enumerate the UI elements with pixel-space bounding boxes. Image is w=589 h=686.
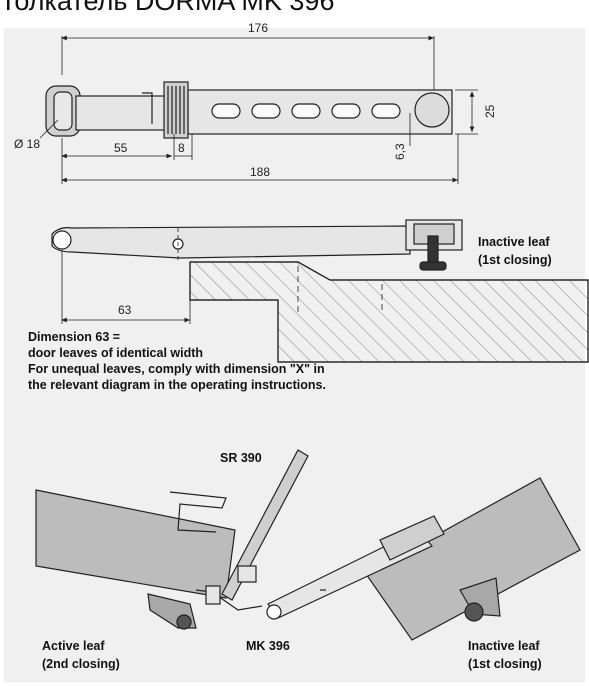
note-line-4: the relevant diagram in the operating in…	[28, 378, 326, 392]
dim-188: 188	[250, 165, 270, 179]
note-line-2: door leaves of identical width	[28, 346, 204, 360]
dim-6-3: 6,3	[393, 143, 407, 160]
installation-view	[35, 449, 581, 641]
note-line-3: For unequal leaves, comply with dimensio…	[28, 362, 325, 376]
label-inactive-leaf-bottom-sub: (1st closing)	[468, 657, 542, 671]
dim-176: 176	[248, 21, 268, 35]
dim-55: 55	[114, 141, 128, 155]
page-title: Толкатель DORMA MK 396	[0, 0, 335, 16]
label-sr390: SR 390	[220, 451, 262, 465]
note-line-1: Dimension 63 =	[28, 330, 121, 344]
dim-8: 8	[178, 141, 185, 155]
label-inactive-leaf-bottom: Inactive leaf	[468, 639, 540, 653]
dim-25: 25	[483, 104, 497, 118]
side-view-frame	[51, 219, 589, 363]
top-view-arm	[39, 35, 478, 184]
label-inactive-leaf-top: Inactive leaf	[478, 235, 550, 249]
label-active-leaf: Active leaf	[42, 639, 105, 653]
label-inactive-leaf-top-sub: (1st closing)	[478, 253, 552, 267]
dim-63: 63	[118, 303, 132, 317]
dim-diameter-18: Ø 18	[14, 137, 40, 151]
label-mk396: MK 396	[246, 639, 290, 653]
label-active-leaf-sub: (2nd closing)	[42, 657, 120, 671]
